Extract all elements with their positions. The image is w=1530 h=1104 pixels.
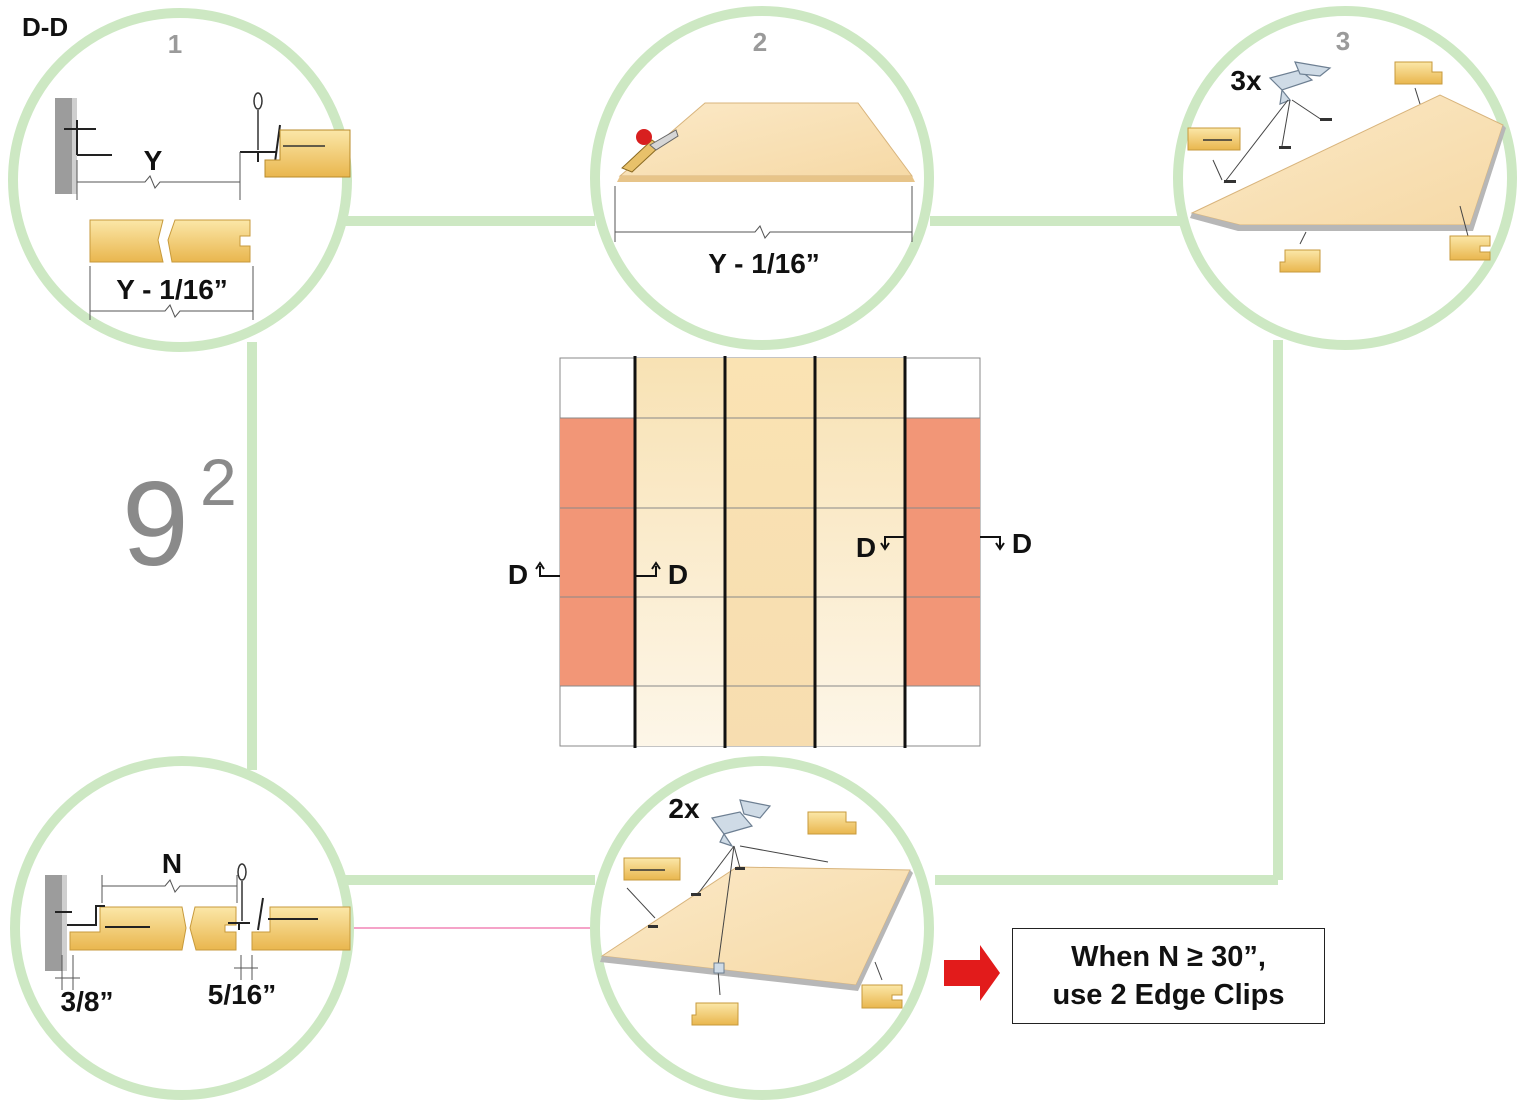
main-tees: [633, 356, 907, 748]
section-mark-1: D: [508, 559, 528, 590]
edge-clip-icon-2: [710, 799, 772, 848]
step-number-2: 2: [753, 27, 767, 57]
border-panel-right: [905, 418, 980, 686]
clip-marks: [1224, 118, 1332, 183]
wall-angle: [64, 120, 112, 156]
step-number-3: 3: [1336, 26, 1350, 56]
step2-dimension: [614, 186, 913, 242]
step5-detail: 2x: [590, 756, 934, 1100]
edge-profile-bottom: [1279, 249, 1321, 273]
gap-right-label: 5/16”: [208, 979, 277, 1010]
gap-dimensions: [55, 955, 258, 990]
tee-section: [240, 124, 281, 163]
edge-profile-right-2: [861, 984, 903, 1009]
clip-leader-lines: [1212, 87, 1469, 245]
note-line-1: When N ≥ 30”,: [1071, 941, 1266, 973]
step1-cut-label: Y - 1/16”: [116, 274, 228, 305]
hanger-wire-step4: [237, 863, 247, 921]
step-number-1: 1: [168, 29, 182, 59]
section-mark-2: D: [668, 559, 688, 590]
step2-detail: Y - 1/16”: [590, 6, 934, 350]
edge-profile-top-2: [807, 811, 857, 835]
figure-number-superscript: 2: [200, 445, 237, 519]
step3-detail: 3x: [1173, 6, 1517, 350]
section-markers: [535, 536, 1005, 577]
utility-knife-icon: [621, 129, 679, 173]
note-line-2: use 2 Edge Clips: [1052, 979, 1285, 1011]
clip-leader-lines-2: [626, 845, 883, 996]
step4-measure-label: N: [162, 848, 182, 879]
section-mark-3: D: [856, 532, 876, 563]
step1-detail: Y Y - 1/16”: [8, 8, 352, 352]
border-panel-left: [560, 418, 635, 686]
red-arrow-icon: [944, 945, 1000, 1001]
field-column-3: [815, 358, 905, 746]
hanger-wire: [253, 92, 263, 150]
figure-number: 9: [122, 457, 189, 591]
wall: [55, 98, 75, 194]
edge-profile-right: [1449, 235, 1491, 261]
step1-measure-label: Y: [144, 145, 163, 176]
panel-edge-step1: [264, 129, 351, 178]
wall-step4: [45, 875, 65, 971]
step2-cut-label: Y - 1/16”: [708, 248, 820, 279]
section-label: D-D: [22, 12, 68, 42]
field-column-2: [725, 358, 815, 746]
section-mark-4: D: [1012, 528, 1032, 559]
step4-detail: N 3/8” 5/16”: [10, 756, 354, 1100]
step5-clip-count: 2x: [668, 793, 700, 824]
n-dimension: [101, 875, 238, 903]
edge-profile-left-2: [623, 857, 681, 881]
cut-panel-piece-left: [89, 219, 164, 263]
gap-left-label: 3/8”: [61, 986, 114, 1017]
edge-profile-top: [1394, 61, 1443, 85]
clip-section: [55, 897, 318, 931]
clip-marks-2: [648, 867, 745, 974]
note-box: When N ≥ 30”, use 2 Edge Clips: [1012, 928, 1325, 1024]
cut-dimension: [89, 266, 254, 320]
y-dimension: [76, 152, 241, 200]
cut-panel-piece-right: [167, 219, 251, 263]
edge-profile-left: [1187, 127, 1241, 151]
ceiling-plan: D D D D: [508, 356, 1032, 748]
field-column-1: [635, 358, 725, 746]
connector-lines: [247, 216, 1283, 885]
edge-profile-bottom-2: [691, 1002, 739, 1026]
step3-clip-count: 3x: [1230, 65, 1262, 96]
